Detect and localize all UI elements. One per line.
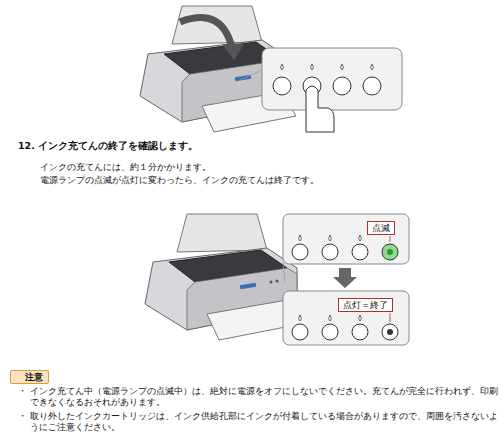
- panel-buttons: [352, 324, 368, 340]
- callout-leader: [390, 313, 391, 322]
- panel-buttons: [292, 244, 308, 260]
- panel-buttons: [371, 64, 374, 70]
- pressing-hand: [306, 86, 334, 132]
- panel-inset: [262, 48, 402, 110]
- callout-leader: [390, 236, 391, 242]
- panel-buttons: [333, 77, 351, 95]
- panel-buttons: [322, 324, 338, 340]
- panel-buttons: [273, 64, 381, 95]
- panel-buttons: [387, 249, 393, 255]
- down-arrow: [333, 268, 357, 288]
- inset-leader: [283, 262, 285, 282]
- panel-inset-blinking: [283, 214, 409, 264]
- panel-buttons: [292, 315, 398, 340]
- panel-buttons: [341, 64, 344, 70]
- panel-buttons: [382, 324, 398, 340]
- body-text: 電源ランプの点滅が点灯に変わったら、インクの充てんは終了です。: [40, 175, 319, 186]
- note-tag: 注意: [10, 370, 49, 384]
- panel-buttons: [273, 77, 291, 95]
- panel-buttons: [322, 244, 338, 260]
- step-heading: 12. インク充てんの終了を確認します。: [18, 140, 198, 153]
- callout-box: 点灯＝終了: [338, 298, 393, 312]
- panel-buttons: [359, 235, 362, 241]
- panel-buttons: [363, 77, 381, 95]
- panel-buttons: [352, 244, 368, 260]
- body-text: インクの充てんには、約１分かかります。: [40, 162, 211, 173]
- panel-buttons: [329, 235, 332, 241]
- callout-box: 点滅: [367, 221, 395, 235]
- panel-buttons: [281, 64, 284, 70]
- close-arrow: [180, 18, 232, 48]
- panel-buttons: [299, 235, 302, 241]
- note-bullet: ・ インク充てん中（電源ランプの点滅中）は、絶対に電源をオフにしないでください。…: [18, 386, 502, 408]
- panel-buttons: [292, 324, 308, 340]
- close-arrow-head: [222, 44, 244, 60]
- panel-buttons: [329, 315, 332, 321]
- panel-inset-lit: [283, 291, 409, 345]
- panel-buttons: [359, 315, 362, 321]
- panel-buttons: [299, 315, 302, 321]
- panel-buttons: [387, 329, 393, 335]
- node-text: 注意: [25, 372, 43, 382]
- panel-buttons: [292, 235, 398, 260]
- node-text: 点灯＝終了: [343, 300, 388, 310]
- panel-buttons: [311, 64, 314, 70]
- inset-leader: [240, 70, 262, 80]
- panel-buttons: [382, 244, 398, 260]
- note-bullet: ・ 取り外したインクカートリッジは、インク供給孔部にインクが付着している場合があ…: [18, 411, 502, 433]
- printer-drawing: [145, 214, 301, 340]
- node-text: 点滅: [372, 223, 390, 233]
